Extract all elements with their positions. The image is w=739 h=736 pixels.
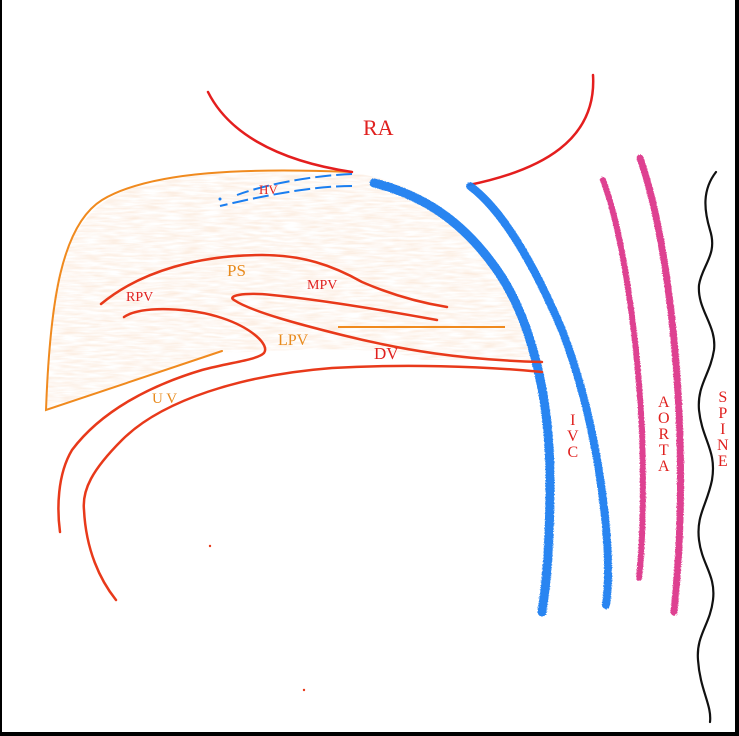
- dv-line: [82, 364, 544, 602]
- label-ra: RA: [363, 115, 394, 140]
- label-lpv: LPV: [278, 332, 309, 349]
- label-spine-letter: S: [718, 389, 728, 406]
- mpv-line: [231, 292, 544, 364]
- label-spine: S P I N E: [717, 390, 729, 470]
- portal-sinus-line: [99, 253, 449, 309]
- label-uv: U V: [152, 391, 178, 407]
- label-rpv: RPV: [126, 290, 154, 305]
- label-ivc: I V C: [567, 413, 579, 461]
- label-mpv: MPV: [307, 278, 338, 293]
- label-aorta-letter: O: [658, 410, 670, 427]
- label-dv: DV: [374, 344, 399, 363]
- label-aorta-letter: A: [658, 458, 670, 475]
- label-spine-letter: P: [718, 405, 728, 422]
- aorta-vessel: [600, 154, 685, 616]
- label-ivc-letter: C: [567, 444, 579, 461]
- label-hv: HV: [259, 182, 278, 197]
- label-spine-letter: I: [720, 421, 726, 438]
- label-aorta-letter: R: [658, 426, 670, 443]
- hepatic-vein: [218, 173, 353, 207]
- portal-vessels: [57, 253, 544, 602]
- ivc-vessel: [369, 178, 613, 617]
- lpv-line: [57, 307, 267, 534]
- label-ivc-letter: V: [567, 428, 579, 445]
- spine-line: [696, 170, 718, 724]
- label-aorta: A O R T A: [658, 395, 670, 475]
- label-aorta-letter: T: [658, 442, 669, 459]
- right-atrium: [206, 73, 595, 187]
- label-ps: PS: [227, 261, 246, 280]
- speck: [302, 688, 306, 692]
- label-aorta-letter: A: [658, 394, 670, 411]
- speck: [208, 544, 212, 548]
- label-spine-letter: E: [717, 453, 728, 470]
- label-ivc-letter: I: [570, 412, 576, 429]
- label-spine-letter: N: [717, 437, 729, 454]
